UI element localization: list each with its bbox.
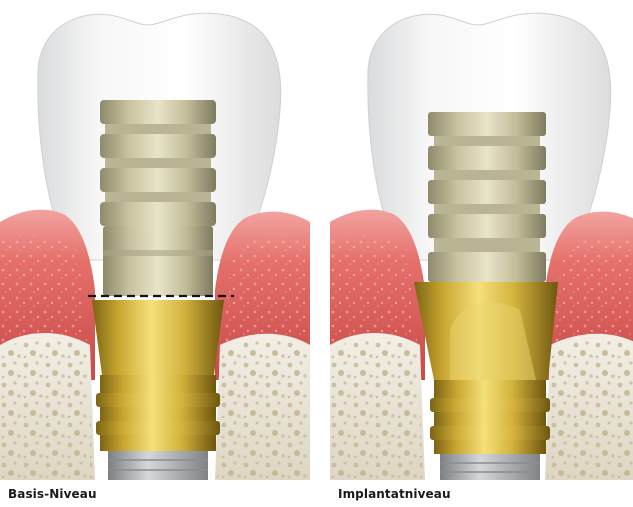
- abutment-stack: [100, 100, 216, 296]
- caption-basis-niveau: Basis-Niveau: [8, 487, 97, 501]
- implant-body: [96, 375, 220, 480]
- caption-implantatniveau: Implantatniveau: [338, 487, 451, 501]
- abutment-stack: [428, 112, 546, 282]
- basis-niveau-illustration: [0, 0, 310, 480]
- implant-body: [430, 380, 550, 480]
- gold-collar: [92, 300, 224, 375]
- implantatniveau-illustration: [330, 0, 633, 480]
- panel-basis-niveau: [0, 0, 310, 480]
- panel-implantatniveau: [330, 0, 633, 480]
